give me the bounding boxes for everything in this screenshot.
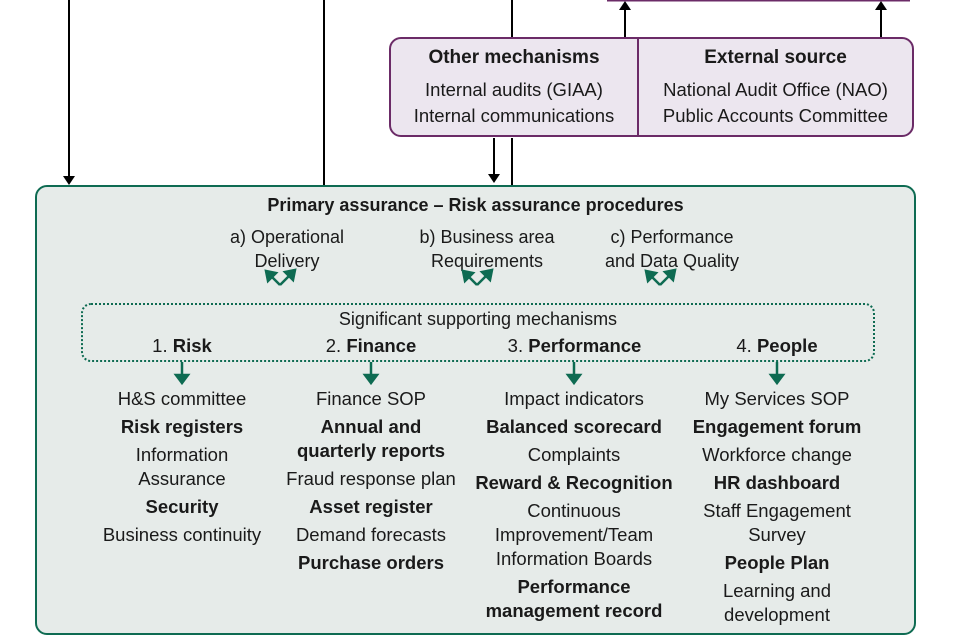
arrow-down-risk (173, 362, 191, 386)
performance-column: Impact indicators Balanced scorecard Com… (474, 387, 674, 627)
double-arrow-icon (644, 268, 677, 286)
procedure-line: b) Business area (419, 227, 555, 247)
mechanism-item: Continuous Improvement/Team Information … (494, 500, 654, 569)
category-performance: 3. Performance (487, 335, 662, 357)
supporting-mechanisms-label: Significant supporting mechanisms (338, 309, 618, 329)
arrowhead-down-other (488, 174, 500, 183)
procedure-line: and Data Quality (604, 251, 740, 271)
finance-column: Finance SOP Annual and quarterly reports… (281, 387, 461, 579)
procedure-business-area: b) Business area Requirements (397, 225, 577, 273)
double-arrow-icon (461, 268, 494, 286)
mechanism-item: Reward & Recognition (475, 472, 673, 493)
mechanism-item: Workforce change (702, 444, 852, 465)
category-people: 4. People (707, 335, 847, 357)
arrow-down-people (768, 362, 786, 386)
supporting-mechanisms-group: Significant supporting mechanisms (81, 303, 875, 362)
category-number: 3. (507, 335, 524, 356)
procedure-line: a) Operational (229, 227, 345, 247)
arrow-down-finance (362, 362, 380, 386)
mechanism-item: Purchase orders (297, 552, 444, 573)
external-source-panel: External source National Audit Office (N… (639, 45, 912, 129)
procedure-line: c) Performance (610, 227, 734, 247)
mechanism-item: Security (145, 496, 219, 517)
primary-assurance-title: Primary assurance – Risk assurance proce… (267, 195, 684, 215)
mechanism-item: HR dashboard (713, 472, 841, 493)
category-number: 4. (736, 335, 752, 356)
primary-assurance-box: Primary assurance – Risk assurance proce… (35, 185, 916, 635)
other-mechanisms-heading: Other mechanisms (428, 47, 600, 68)
mechanism-item: Impact indicators (504, 388, 644, 409)
box-divider (637, 39, 639, 135)
risk-column: H&S committee Risk registers Information… (92, 387, 272, 551)
mechanism-item: H&S committee (117, 388, 247, 409)
mechanism-item: Asset register (309, 496, 433, 517)
mechanism-item: Staff Engagement Survey (703, 500, 851, 545)
mechanism-item: Finance SOP (315, 388, 427, 409)
mechanism-item: Risk registers (120, 416, 244, 437)
external-source-item: National Audit Office (NAO) (663, 79, 888, 100)
category-number: 1. (152, 335, 168, 356)
mechanism-item: Fraud response plan (286, 468, 456, 489)
oversight-box: Other mechanisms Internal audits (GIAA) … (389, 37, 914, 137)
category-name: Risk (172, 335, 212, 356)
procedure-line: Requirements (430, 251, 544, 271)
mechanism-item: My Services SOP (704, 388, 850, 409)
arrowhead-down-left (63, 176, 75, 185)
mechanism-item: Learning and development (722, 580, 831, 625)
mechanism-item: People Plan (724, 552, 830, 573)
arrowhead-up-right (875, 1, 887, 10)
other-mechanisms-item: Internal communications (413, 105, 615, 126)
external-source-item: Public Accounts Committee (662, 105, 889, 126)
arrowhead-up-left (619, 1, 631, 10)
mechanism-item: Balanced scorecard (486, 416, 662, 437)
diverging-arrows (173, 268, 786, 386)
mechanism-item: Engagement forum (692, 416, 862, 437)
category-finance: 2. Finance (301, 335, 441, 357)
other-mechanisms-panel: Other mechanisms Internal audits (GIAA) … (391, 45, 637, 129)
category-name: Performance (528, 335, 642, 356)
mechanism-item: Complaints (527, 444, 621, 465)
category-number: 2. (325, 335, 342, 356)
people-column: My Services SOP Engagement forum Workfor… (687, 387, 867, 631)
mechanism-item: Annual and quarterly reports (296, 416, 446, 461)
category-name: People (756, 335, 818, 356)
mechanism-item: Information Assurance (135, 444, 229, 489)
mechanism-item: Performance management record (485, 576, 663, 621)
category-name: Finance (346, 335, 417, 356)
mechanism-item: Demand forecasts (295, 524, 447, 545)
external-source-heading: External source (704, 47, 847, 68)
mechanism-item: Business continuity (102, 524, 262, 545)
other-mechanisms-item: Internal audits (GIAA) (425, 79, 603, 100)
procedure-performance-data: c) Performance and Data Quality (587, 225, 757, 273)
arrow-down-performance (565, 362, 583, 386)
procedure-operational: a) Operational Delivery (207, 225, 367, 273)
category-risk: 1. Risk (122, 335, 242, 357)
procedure-line: Delivery (254, 251, 320, 271)
double-arrow-icon (264, 268, 297, 286)
